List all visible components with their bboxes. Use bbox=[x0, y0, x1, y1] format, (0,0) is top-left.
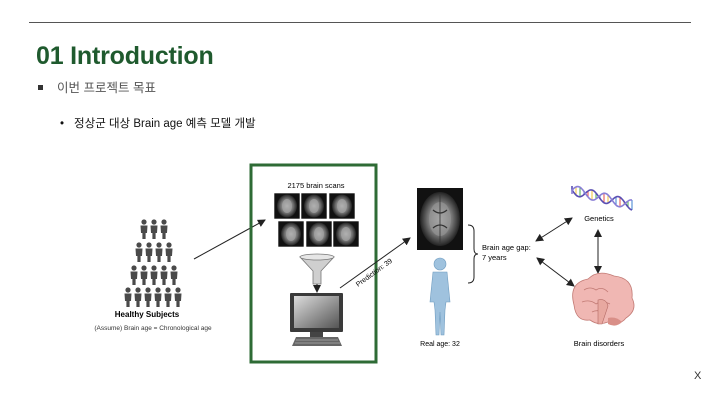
person-icon bbox=[155, 242, 163, 262]
main-bullet: 이번 프로젝트 목표 bbox=[38, 77, 156, 96]
person-icon bbox=[160, 219, 168, 239]
human-figure-icon bbox=[429, 257, 451, 336]
age-gap-label-1: Brain age gap: bbox=[482, 243, 531, 252]
brain-scan-tile bbox=[332, 220, 360, 248]
person-icon bbox=[170, 265, 178, 285]
brain-scan-tile bbox=[273, 192, 301, 220]
brain-scan-tiles bbox=[273, 192, 360, 248]
dot-bullet-icon: • bbox=[60, 118, 65, 130]
brain-scan-tile bbox=[328, 192, 356, 220]
person-icon bbox=[130, 265, 138, 285]
brain-scan-tile bbox=[305, 220, 333, 248]
age-gap-brace bbox=[467, 224, 479, 284]
person-icon bbox=[135, 242, 143, 262]
prediction-arrow bbox=[339, 237, 411, 289]
person-icon bbox=[154, 287, 162, 307]
brain-scan-tile bbox=[300, 192, 328, 220]
person-icon bbox=[150, 265, 158, 285]
person-icon bbox=[160, 265, 168, 285]
person-icon bbox=[145, 242, 153, 262]
person-icon bbox=[174, 287, 182, 307]
sub-bullet-text: 정상군 대상 Brain age 예측 모델 개발 bbox=[74, 118, 256, 130]
brain-icon bbox=[572, 272, 635, 326]
brain-disorders-label: Brain disorders bbox=[574, 339, 625, 348]
computer-icon bbox=[290, 293, 343, 346]
square-bullet-icon bbox=[38, 85, 43, 91]
main-bullet-text: 이번 프로젝트 목표 bbox=[57, 81, 156, 95]
person-icon bbox=[134, 287, 142, 307]
people-pyramid-icon bbox=[124, 219, 182, 307]
top-divider bbox=[29, 22, 691, 23]
age-gap-label-2: 7 years bbox=[482, 253, 507, 262]
close-button[interactable]: X bbox=[694, 370, 702, 382]
person-icon bbox=[150, 219, 158, 239]
person-icon bbox=[165, 242, 173, 262]
person-icon bbox=[144, 287, 152, 307]
person-icon bbox=[140, 265, 148, 285]
model-box bbox=[249, 163, 378, 364]
slide-title: 01 Introduction bbox=[36, 42, 214, 70]
funnel-icon bbox=[299, 253, 335, 285]
dna-icon bbox=[571, 185, 633, 211]
person-icon bbox=[140, 219, 148, 239]
predicted-brain-scan bbox=[417, 188, 463, 250]
brain-scan-tile bbox=[277, 220, 305, 248]
person-icon bbox=[124, 287, 132, 307]
genetics-label: Genetics bbox=[584, 214, 614, 223]
subjects-to-scans-arrow bbox=[193, 219, 266, 260]
healthy-subjects-caption: (Assume) Brain age = Chronological age bbox=[94, 325, 212, 332]
gap-to-disorders-arrow bbox=[536, 257, 575, 287]
person-icon bbox=[164, 287, 172, 307]
gap-to-genetics-arrow bbox=[535, 217, 573, 242]
brain-scans-label: 2175 brain scans bbox=[287, 181, 344, 190]
real-age-label: Real age: 32 bbox=[420, 341, 460, 348]
sub-bullet: • 정상군 대상 Brain age 예측 모델 개발 bbox=[60, 115, 256, 131]
healthy-subjects-label: Healthy Subjects bbox=[115, 310, 180, 319]
